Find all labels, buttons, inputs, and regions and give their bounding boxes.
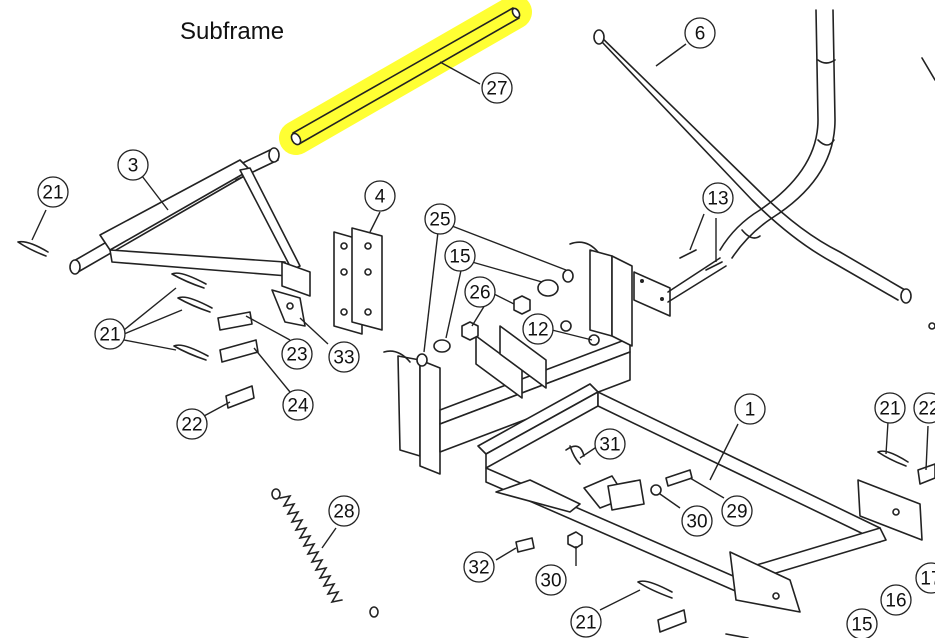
callout-c24: 24	[282, 389, 314, 421]
callout-number: 22	[918, 399, 935, 420]
callout-circle	[570, 606, 602, 638]
part-23-24-22-pins	[217, 311, 259, 409]
callout-number: 16	[885, 591, 906, 612]
callout-number: 27	[486, 79, 507, 100]
callout-c33: 33	[328, 341, 360, 373]
callout-number: 26	[469, 283, 490, 304]
callout-c32: 32	[463, 551, 495, 583]
callout-circle	[444, 240, 476, 272]
part-3-a-frame	[69, 147, 311, 327]
callout-c4: 4	[364, 180, 396, 212]
callout-c6: 6	[684, 17, 716, 49]
callout-c27: 27	[481, 72, 513, 104]
callout-c28: 28	[328, 495, 360, 527]
leader-lines	[31, 43, 929, 611]
callout-number: 29	[726, 502, 747, 523]
callout-circle	[176, 408, 208, 440]
callout-c17: 17	[915, 562, 935, 594]
callout-number: 6	[695, 24, 706, 45]
callout-c26: 26	[464, 276, 496, 308]
callout-number: 1	[745, 400, 756, 421]
callout-number: 21	[575, 613, 596, 634]
callout-number: 32	[468, 558, 489, 579]
callout-number: 28	[333, 502, 354, 523]
callout-circle	[464, 276, 496, 308]
callout-c29: 29	[721, 495, 753, 527]
part-4-plates	[333, 227, 383, 335]
callout-circle	[880, 584, 912, 616]
callout-circle	[734, 393, 766, 425]
callout-number: 31	[599, 435, 620, 456]
callout-circle	[594, 428, 626, 460]
callout-c30b: 30	[535, 564, 567, 596]
callout-circle	[463, 551, 495, 583]
callout-c21b: 21	[94, 318, 126, 350]
callout-number: 24	[287, 396, 309, 417]
callout-number: 4	[375, 187, 386, 208]
callout-number: 15	[851, 615, 872, 636]
callout-number: 25	[429, 210, 450, 231]
callout-c13: 13	[702, 182, 734, 214]
callout-number: 12	[527, 320, 548, 341]
callout-circle	[481, 72, 513, 104]
callout-circle	[874, 392, 906, 424]
callout-number: 21	[42, 183, 63, 204]
callout-c23: 23	[281, 338, 313, 370]
callout-number: 22	[181, 415, 202, 436]
callout-c12: 12	[522, 313, 554, 345]
highlight-marker	[279, 0, 532, 155]
callout-number: 17	[920, 569, 935, 590]
part-6-handle	[593, 9, 935, 304]
callout-circle	[328, 495, 360, 527]
part-13-bracket	[633, 249, 727, 317]
callout-c3: 3	[117, 149, 149, 181]
callout-circle	[913, 392, 935, 424]
callout-c21d: 21	[570, 606, 602, 638]
part-28-spring	[271, 488, 379, 618]
callout-number: 30	[686, 512, 707, 533]
callout-c15a: 15	[444, 240, 476, 272]
callout-circle	[328, 341, 360, 373]
callout-c21c: 21	[874, 392, 906, 424]
callout-number: 30	[540, 571, 561, 592]
callout-circle	[94, 318, 126, 350]
callout-circle	[535, 564, 567, 596]
callout-c22a: 22	[176, 408, 208, 440]
callout-c25: 25	[424, 203, 456, 235]
callout-c16: 16	[880, 584, 912, 616]
callouts: 27 6 3 21 4 25 15 13 26 12 21 23 33 24 22 1 21 22 31 28 30 29…	[37, 17, 935, 640]
callout-circle	[117, 149, 149, 181]
small-hardware	[416, 269, 935, 639]
callout-number: 3	[128, 156, 139, 177]
part-21-pins	[17, 240, 213, 361]
callout-circle	[282, 389, 314, 421]
part-27-rod	[279, 0, 532, 155]
callout-circle	[915, 562, 935, 594]
callout-circle	[721, 495, 753, 527]
callout-number: 13	[707, 189, 728, 210]
callout-number: 15	[449, 247, 470, 268]
callout-c15b: 15	[846, 608, 878, 640]
callout-c30a: 30	[681, 505, 713, 537]
callout-circle	[522, 313, 554, 345]
callout-circle	[702, 182, 734, 214]
callout-c21a: 21	[37, 176, 69, 208]
callout-number: 23	[286, 345, 307, 366]
callout-circle	[364, 180, 396, 212]
part-1-main-frame	[383, 241, 923, 613]
callout-circle	[681, 505, 713, 537]
callout-number: 21	[879, 399, 900, 420]
diagram-title: Subframe	[180, 18, 285, 45]
callout-circle	[37, 176, 69, 208]
callout-c1: 1	[734, 393, 766, 425]
callout-circle	[281, 338, 313, 370]
callout-circle	[424, 203, 456, 235]
callout-number: 33	[333, 348, 354, 369]
callout-c31: 31	[594, 428, 626, 460]
callout-circle	[684, 17, 716, 49]
callout-number: 21	[99, 325, 120, 346]
callout-c22b: 22	[913, 392, 935, 424]
